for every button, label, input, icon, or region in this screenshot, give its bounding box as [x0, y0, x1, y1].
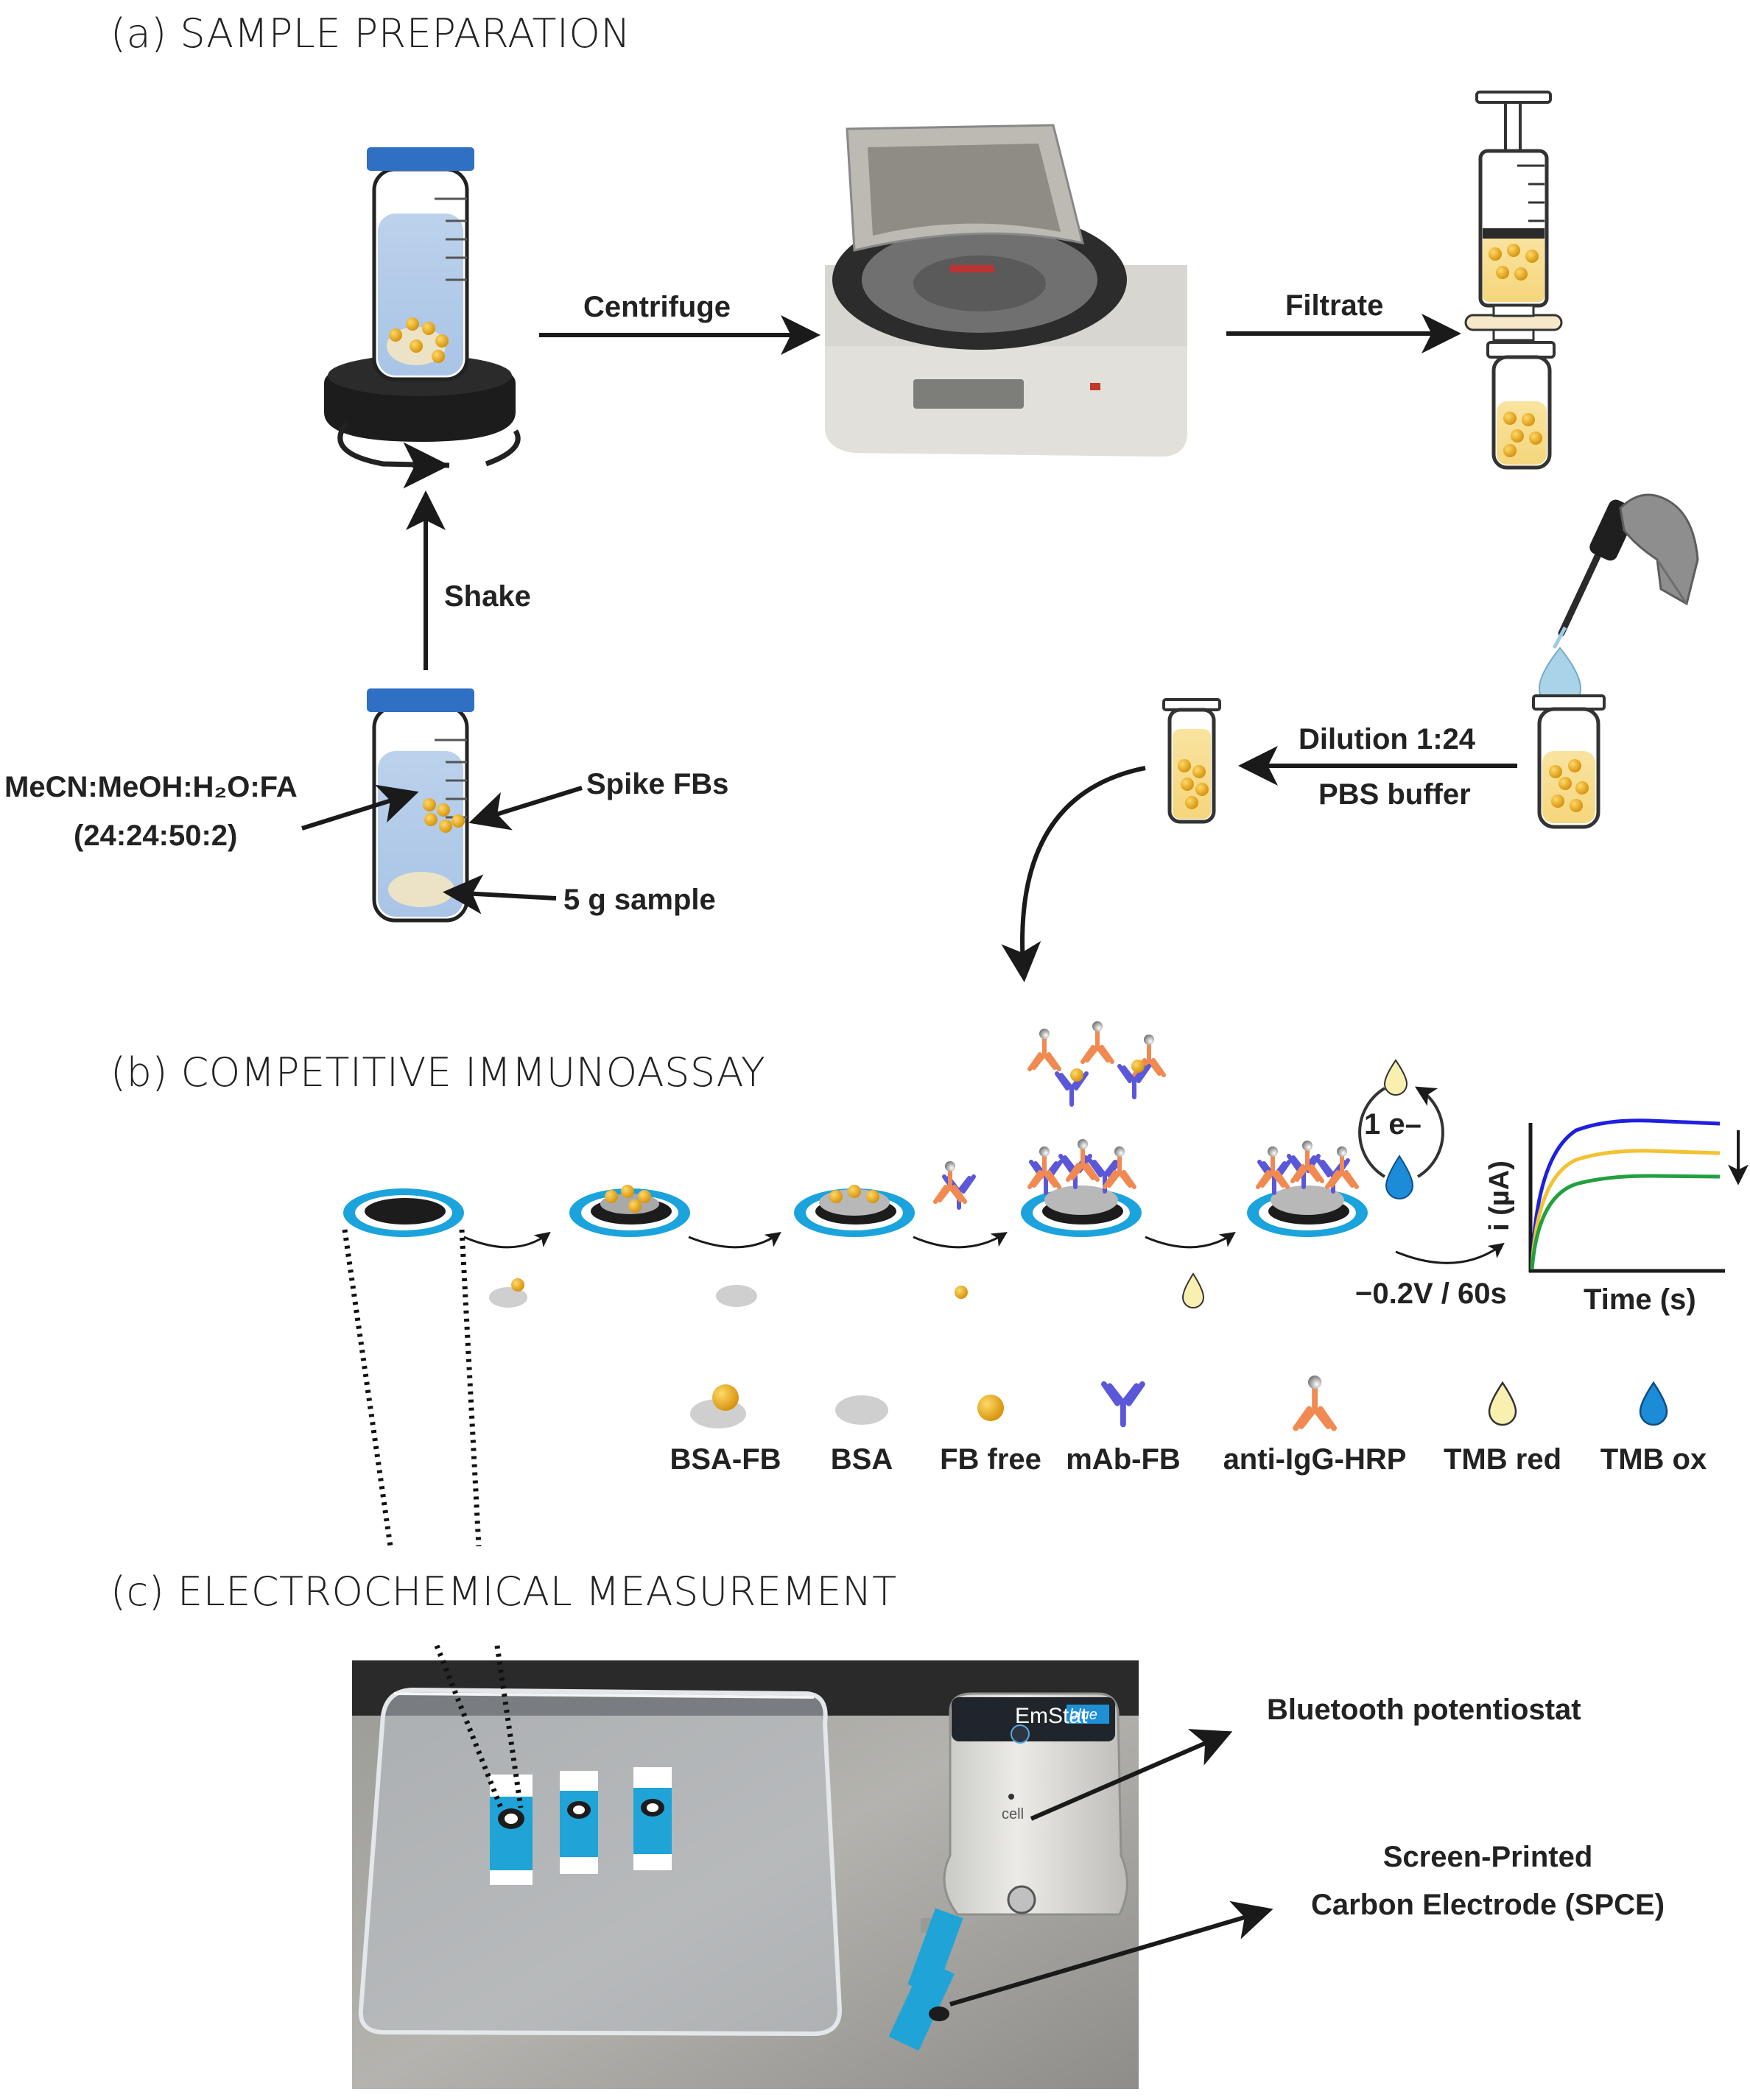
electrode-bsa-blocked — [794, 1185, 915, 1237]
syringe-filter-image — [1464, 91, 1563, 470]
legend-label-tmb-ox: TMB ox — [1600, 1443, 1707, 1476]
arrow-to-assay — [1001, 766, 1146, 982]
step-arrow-2 — [688, 1231, 781, 1249]
small-tube — [1162, 698, 1221, 824]
spike-label: Spike FBs — [586, 768, 729, 800]
step-reagent-bsa — [716, 1285, 757, 1307]
spce-label-line2: Carbon Electrode (SPCE) — [1310, 1889, 1665, 1921]
arrow-spce — [949, 1900, 1273, 2006]
diluted-sample-tube — [1532, 694, 1606, 829]
spce-label-line1: Screen-Printed — [1382, 1841, 1593, 1873]
dilution-label: Dilution 1:24 — [1299, 723, 1476, 755]
tmb-red-icon — [1488, 1381, 1517, 1426]
filtrate-label: Filtrate — [1285, 289, 1384, 322]
pipette-hand-image — [1538, 493, 1699, 710]
sample-label: 5 g sample — [563, 884, 716, 916]
legend-label-fb-free: FB free — [940, 1443, 1041, 1476]
shake-label: Shake — [444, 580, 531, 613]
spce-strip-1 — [490, 1775, 533, 1885]
shaking-tube — [324, 147, 521, 489]
legend-label-mab-fb: mAb-FB — [1066, 1443, 1181, 1476]
electron-transfer-label: 1 e– — [1364, 1108, 1422, 1141]
device-brand-text: EmStat — [1015, 1704, 1088, 1728]
step-arrow-4 — [1145, 1231, 1236, 1249]
step-reagent-bsa-fb — [489, 1278, 527, 1308]
zoom-guide-right — [459, 1229, 482, 1547]
potentiostat-label: Bluetooth potentiostat — [1267, 1694, 1581, 1726]
arrow-solvent — [301, 784, 419, 831]
legend-label-bsa: BSA — [830, 1443, 893, 1476]
device-port-label: cell — [1002, 1806, 1024, 1822]
arrow-sample — [443, 874, 557, 915]
centrifuge-label: Centrifuge — [583, 291, 731, 323]
legend-label-bsa-fb: BSA-FB — [670, 1443, 781, 1476]
section-a-title: (a) SAMPLE PREPARATION — [110, 10, 631, 57]
fb-free-icon — [977, 1395, 1004, 1421]
legend-label-anti-igg-hrp: anti-IgG-HRP — [1223, 1443, 1407, 1476]
bsa-icon — [835, 1395, 888, 1425]
bsa-fb-icon — [690, 1384, 746, 1428]
electrode-bare — [343, 1188, 464, 1237]
anti-igg-hrp-icon — [1296, 1375, 1334, 1428]
electrode-competition — [1021, 1139, 1142, 1237]
spce-strip-inserted — [888, 1908, 963, 2051]
section-c-title: (c) ELECTROCHEMICAL MEASUREMENT — [110, 1568, 897, 1615]
solvent-label-line1: MeCN:MeOH:H₂O:FA — [4, 771, 298, 803]
current-axis-label: i (µA) — [1484, 1160, 1515, 1231]
mab-fb-icon — [1104, 1384, 1142, 1425]
electrode-detection — [1247, 1141, 1368, 1237]
arrow-spike — [468, 786, 583, 831]
step-arrow-1 — [463, 1231, 551, 1249]
solvent-label-line2: (24:24:50:2) — [74, 820, 238, 852]
electrode-bsa-fb — [569, 1185, 690, 1237]
section-b-title: (b) COMPETITIVE IMMUNOASSAY — [110, 1049, 766, 1096]
time-axis-label: Time (s) — [1584, 1283, 1696, 1316]
zoom-guide-left — [342, 1229, 393, 1547]
potentiostat-device: EmStat blue cell — [921, 1692, 1128, 1933]
measurement-photo: EmStat blue cell — [352, 1660, 1139, 2089]
incoming-antibody — [935, 1161, 974, 1208]
spce-strip-2 — [560, 1771, 598, 1874]
step-reagent-tmb — [1181, 1272, 1205, 1308]
step-reagent-fb-free — [955, 1286, 968, 1299]
electron-transfer-cycle — [1358, 1059, 1444, 1199]
chronoamperometry-plot: i (µA) — [1484, 1118, 1749, 1273]
step-arrow-3 — [913, 1232, 1008, 1249]
free-antibody-cluster — [1030, 1021, 1164, 1104]
potential-label: −0.2V / 60s — [1355, 1278, 1507, 1310]
buffer-label: PBS buffer — [1318, 778, 1471, 811]
spce-strip-3 — [633, 1767, 672, 1870]
step-arrow-5 — [1395, 1242, 1505, 1264]
centrifuge-image — [825, 124, 1187, 457]
device-brand-tag: blue — [1069, 1707, 1097, 1723]
arrow-potentiostat — [1030, 1729, 1233, 1821]
legend-label-tmb-red: TMB red — [1444, 1443, 1561, 1476]
zoom-guide-photo-right — [494, 1645, 524, 1808]
tmb-ox-icon — [1639, 1381, 1668, 1426]
